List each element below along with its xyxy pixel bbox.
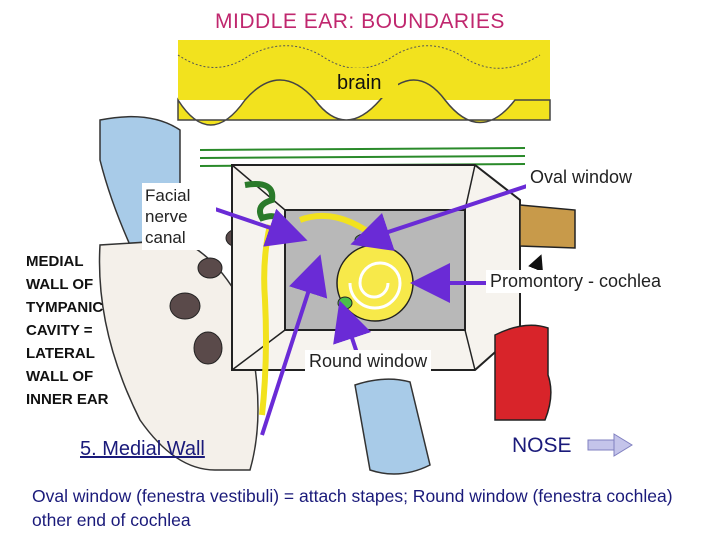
facial-nerve-arrow [211, 206, 308, 247]
jugular-vein [354, 378, 431, 475]
promontory-tick-arrow [528, 254, 543, 273]
facial-nerve-canal [259, 224, 273, 416]
medial-wall-arrow [260, 254, 328, 436]
oval-window-label: Oval window [526, 166, 637, 189]
temporal-bone-outline [98, 239, 259, 471]
medial-wall-label: MEDIAL WALL OF TYMPANIC CAVITY = LATERAL… [26, 253, 109, 408]
round-window-label: Round window [305, 350, 432, 373]
section-label: 5. Medial Wall [80, 438, 205, 460]
oval-window-arrow [350, 183, 531, 251]
promontory-label: Promontory - cochlea [486, 270, 666, 293]
brain-label: brain [337, 72, 382, 94]
promontory-cochlea [336, 244, 414, 322]
eustachian-tube [494, 324, 552, 421]
round-window-arrow [333, 300, 372, 357]
nose-arrow [587, 433, 633, 457]
label-arrows [211, 183, 531, 436]
facial-nerve-canal-label: Facial nerve canal [142, 183, 216, 250]
tensor-tympani [519, 204, 576, 249]
brain-region [177, 40, 551, 126]
nose-label: NOSE [512, 434, 572, 457]
caption: Oval window (fenestra vestibuli) = attac… [32, 486, 673, 530]
meninges-lines [199, 147, 526, 167]
slide-title: MIDDLE EAR: BOUNDARIES [215, 10, 505, 33]
round-window-shape [337, 296, 353, 310]
